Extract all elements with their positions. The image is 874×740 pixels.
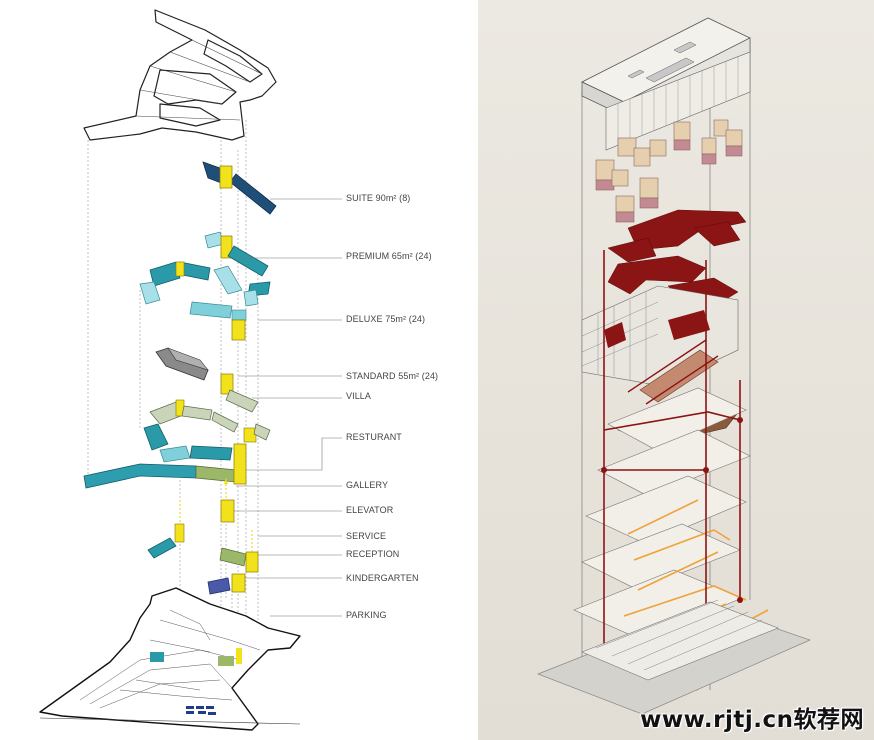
label-restaurant: RESTURANT bbox=[346, 432, 402, 442]
core-dashes bbox=[179, 480, 253, 552]
label-parking: PARKING bbox=[346, 610, 387, 620]
left-diagram-svg bbox=[39, 9, 342, 731]
right-diagram-svg bbox=[537, 17, 811, 715]
label-elevator: ELEVATOR bbox=[346, 505, 394, 515]
suite-units bbox=[202, 161, 277, 215]
right-exploded-section: www.rjtj.cn软荐网 bbox=[478, 0, 874, 740]
unit-cubes bbox=[595, 119, 743, 223]
label-kindergarten: KINDERGARTEN bbox=[346, 573, 419, 583]
left-exploded-axonometric: SUITE 90m² (8) PREMIUM 65m² (24) DELUXE … bbox=[39, 9, 439, 731]
site-plan bbox=[39, 587, 301, 731]
label-service: SERVICE bbox=[346, 531, 387, 541]
base-plane bbox=[537, 599, 811, 715]
label-standard: STANDARD 55m² (24) bbox=[346, 371, 439, 381]
elevator-level bbox=[147, 478, 259, 595]
villa-units bbox=[143, 389, 271, 463]
leader-lines bbox=[234, 198, 342, 617]
deluxe-units bbox=[189, 301, 247, 341]
gallery-floor bbox=[83, 443, 247, 489]
label-premium: PREMIUM 65m² (24) bbox=[346, 251, 432, 261]
label-deluxe: DELUXE 75m² (24) bbox=[346, 314, 426, 324]
label-reception: RECEPTION bbox=[346, 549, 400, 559]
standard-units bbox=[155, 347, 234, 395]
watermark: www.rjtj.cn软荐网 bbox=[640, 707, 864, 733]
red-vertical-cores bbox=[603, 250, 741, 660]
label-gallery: GALLERY bbox=[346, 480, 389, 490]
label-villa: VILLA bbox=[346, 391, 372, 401]
red-circulation-upper bbox=[607, 209, 747, 305]
roof-detail bbox=[135, 39, 263, 121]
label-suite: SUITE 90m² (8) bbox=[346, 193, 411, 203]
premium-units bbox=[139, 231, 271, 307]
